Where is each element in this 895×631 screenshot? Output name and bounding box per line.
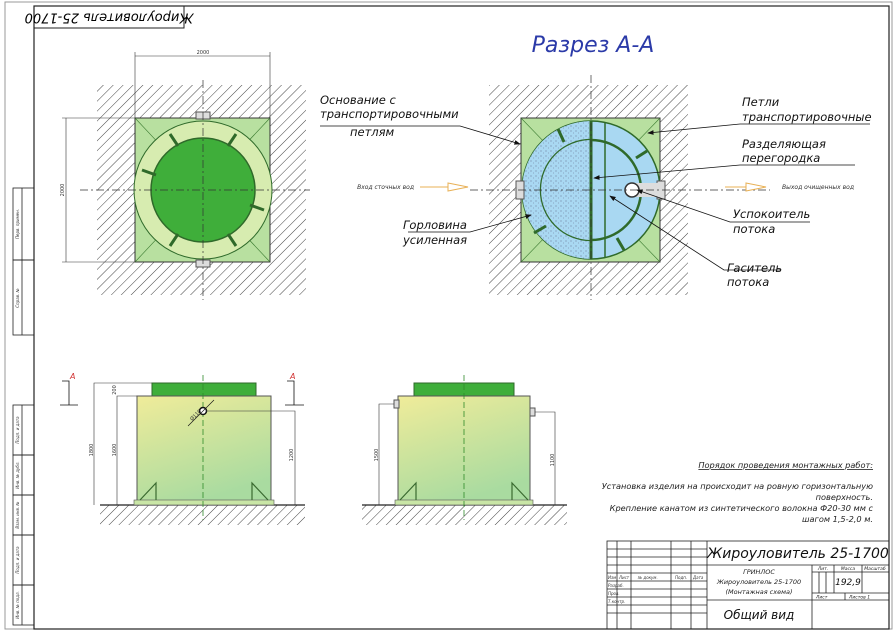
- inlet-label: Вход сточных вод: [357, 184, 414, 191]
- stamp-title: Жироуловитель 25-1700: [25, 10, 195, 25]
- col-header: № докум.: [637, 575, 658, 580]
- callout-loops: транспортировочные: [742, 110, 872, 124]
- dim-total: 1800: [89, 444, 95, 457]
- callout-base: транспортировочными: [320, 107, 459, 121]
- col-header: Дата: [692, 575, 704, 580]
- callout-neck: усиленная: [402, 233, 467, 247]
- sheets-label: Листов 1: [848, 595, 870, 601]
- side-stamps: [12, 187, 35, 626]
- side-stamp-label: Справ. №: [15, 288, 20, 307]
- col-header: Изм: [608, 575, 616, 580]
- callout-calmer: потока: [733, 222, 775, 236]
- role-label: Разраб.: [608, 583, 624, 588]
- callout-partition: Разделяющая: [742, 137, 826, 151]
- side-stamp-label: Взам. инв. №: [15, 501, 20, 528]
- side-view-left: [60, 375, 305, 525]
- sheet-title: Общий вид: [724, 608, 795, 622]
- top-stamp: Жироуловитель 25-1700: [25, 5, 195, 29]
- doc-name: Жироуловитель 25-1700: [716, 578, 801, 586]
- scale-label: Масштаб: [864, 566, 886, 572]
- callout-partition: перегородка: [742, 151, 820, 165]
- callout-loops: Петли: [742, 95, 780, 109]
- dim-width: 2000: [197, 50, 210, 56]
- callouts: Основание с транспортировочными петлям Г…: [320, 93, 872, 289]
- side-stamp-label: Подп. и дата: [15, 416, 20, 444]
- callout-damper: Гаситель: [727, 261, 782, 275]
- side-stamp-label: Инв. № дубл.: [15, 461, 20, 488]
- role-label: Т.контр.: [608, 599, 625, 604]
- dim-lid: 200: [112, 385, 118, 395]
- dim-outlet: 1100: [550, 454, 556, 467]
- notes-line: Крепление канатом из синтетического воло…: [610, 503, 874, 513]
- side-view-right: [362, 375, 567, 525]
- section-marker-left: А: [69, 372, 75, 381]
- callout-base: Основание с: [320, 93, 396, 107]
- side-stamp-label: Перв. примен.: [15, 209, 20, 239]
- role-label: Пров.: [608, 591, 620, 596]
- callout-calmer: Успокоитель: [733, 207, 810, 221]
- product-title: Жироуловитель 25-1700: [706, 546, 889, 562]
- callout-base: петлям: [350, 125, 395, 139]
- col-header: Подп.: [675, 575, 687, 580]
- notes: Порядок проведения монтажных работ: Уста…: [602, 460, 874, 524]
- plan-view: [62, 52, 310, 300]
- side-stamp-label: Подп. и дата: [15, 546, 20, 574]
- notes-line: шагом 1,5-2,0 м.: [802, 514, 873, 524]
- sheet-label: Лист: [815, 595, 828, 601]
- section-marker-right: А: [289, 372, 295, 381]
- notes-heading: Порядок проведения монтажных работ:: [698, 460, 873, 470]
- dim-height: 2000: [60, 184, 66, 197]
- side-stamp-label: Инв. № подл.: [15, 591, 20, 619]
- callout-neck: Горловина: [403, 218, 467, 232]
- lit-label: Лит.: [817, 566, 828, 572]
- section-title: Разрез А-А: [532, 33, 655, 58]
- title-block: [606, 540, 890, 630]
- dim-body: 1600: [112, 444, 118, 457]
- doc-type: (Монтажная схема): [725, 588, 792, 596]
- outlet-label: Выход очищенных вод: [782, 184, 854, 191]
- mass-label: Масса: [841, 566, 856, 572]
- notes-line: Установка изделия на происходит на ровну…: [602, 481, 873, 491]
- col-header: Лист: [618, 575, 630, 580]
- section-view: [320, 75, 870, 300]
- mass-value: 192,9: [835, 578, 861, 588]
- notes-line: поверхность.: [816, 492, 873, 502]
- company-name: ГРИНЛОС: [743, 568, 775, 576]
- callout-damper: потока: [727, 275, 769, 289]
- dim-pipe: 1200: [289, 449, 295, 462]
- dim-inlet: 1500: [374, 449, 380, 462]
